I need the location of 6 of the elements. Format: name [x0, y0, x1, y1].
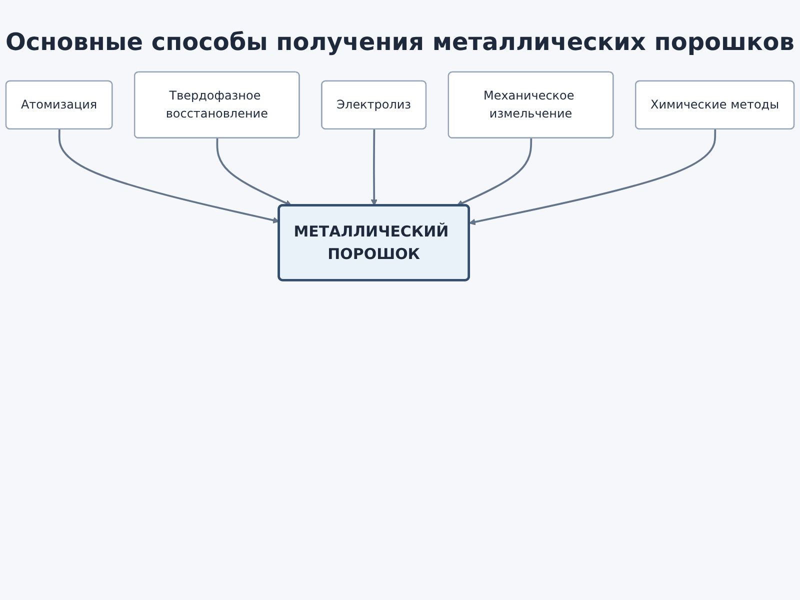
- diagram-title: Основные способы получения металлических порошков: [4, 28, 796, 56]
- arrow: [456, 138, 532, 206]
- arrow: [468, 129, 716, 226]
- arrow: [370, 129, 378, 206]
- arrow: [58, 129, 280, 224]
- arrow: [216, 138, 292, 206]
